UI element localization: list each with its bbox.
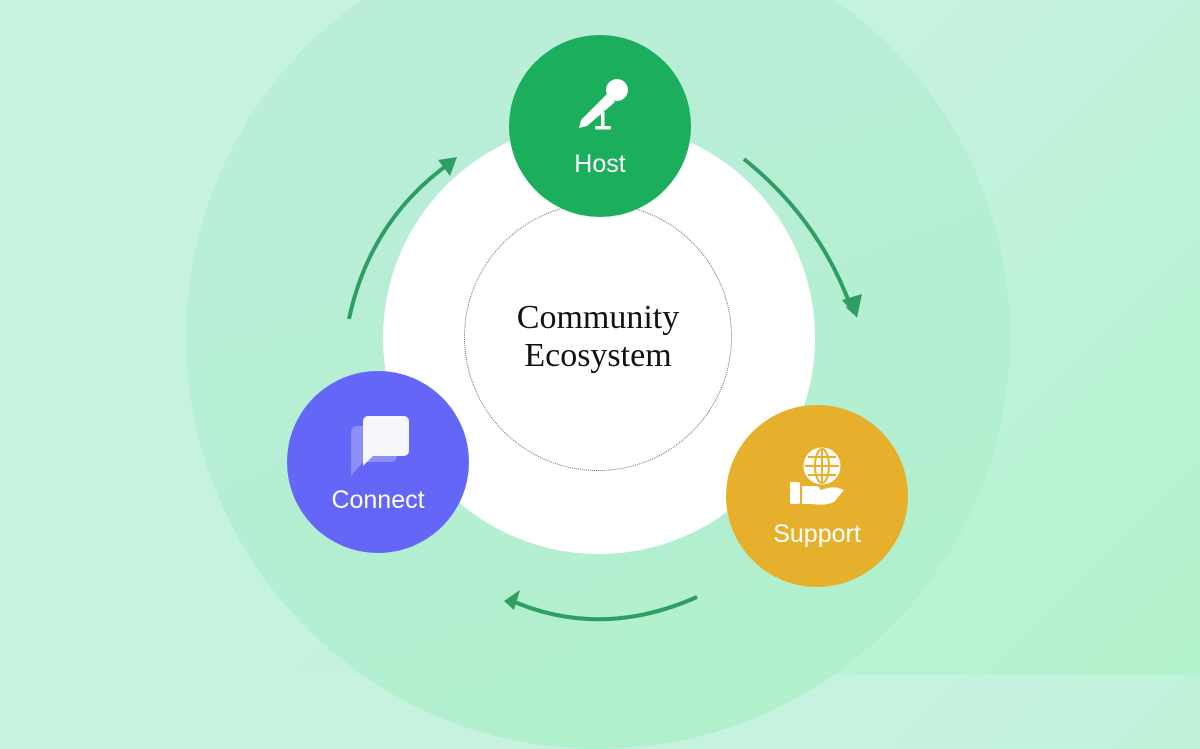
connect-label: Connect [331,485,425,514]
host-label: Host [574,149,626,178]
arrowhead-host [438,157,457,176]
arrowhead-connect [504,590,520,610]
chat-bubbles-icon [351,415,409,476]
cycle-arrows [347,157,862,622]
hand-globe-icon [790,447,844,505]
microphone-icon [579,78,628,129]
arrow-support-to-connect [509,595,698,622]
support-label: Support [773,519,861,548]
center-title: Community Ecosystem [464,203,732,471]
arrowhead-support [842,294,862,318]
title-line-2: Ecosystem [524,337,672,374]
host-node[interactable]: Host [509,35,691,217]
arrow-connect-to-host [347,161,452,320]
support-node[interactable]: Support [726,405,908,587]
arrow-host-to-support [742,157,856,315]
connect-node[interactable]: Connect [287,371,469,553]
title-line-1: Community [516,299,680,336]
